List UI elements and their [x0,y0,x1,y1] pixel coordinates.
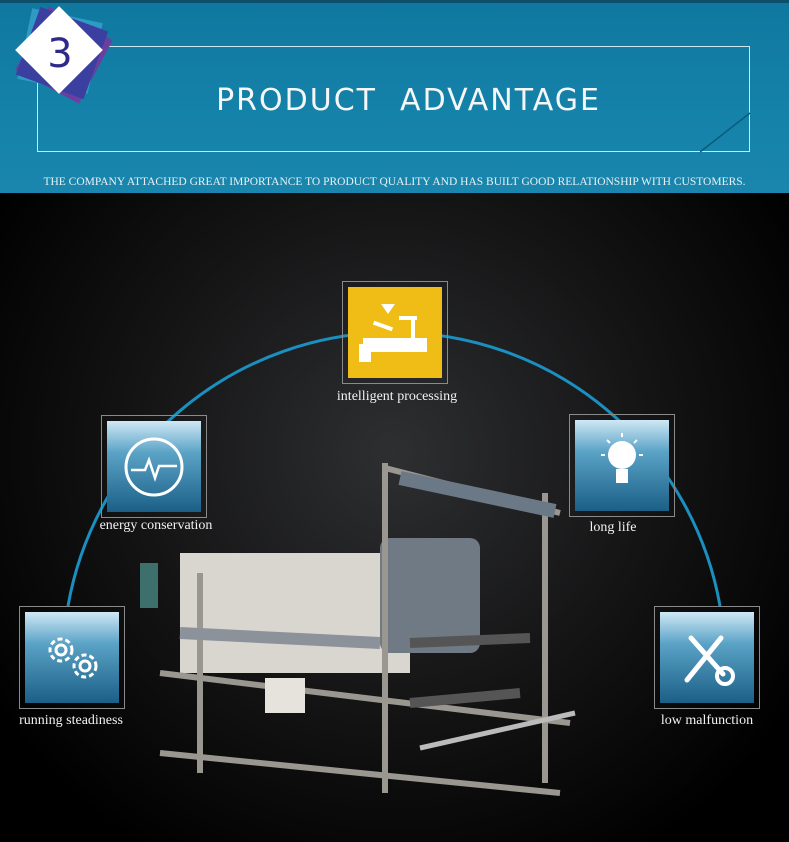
lightbulb-icon [601,432,643,483]
title-frame [37,46,750,152]
feature-low-malfunction [654,606,760,709]
header-banner: 3 PRODUCT ADVANTAGE THE COMPANY ATTACHED… [0,0,789,193]
wrench-screwdriver-icon [684,635,735,686]
feature-label: energy conservation [99,518,213,533]
feature-label: intelligent processing [336,389,458,404]
feature-running-steadiness [19,606,125,709]
feature-showcase: intelligent processing energy conservati… [0,193,789,842]
feature-label: low malfunction [660,713,754,728]
feature-label: running steadiness [19,713,123,728]
gears-icon [48,637,98,678]
pulse-gauge-icon [124,437,184,496]
factory-robot-icon [359,303,427,362]
frame-corner-line [700,112,751,153]
page-title: PRODUCT ADVANTAGE [216,83,601,118]
section-number-badge: 3 [15,6,113,104]
feature-intelligent-processing [342,281,448,384]
feature-long-life [569,414,675,517]
feature-label: long life [589,520,637,535]
page-subtitle: THE COMPANY ATTACHED GREAT IMPORTANCE TO… [43,176,746,188]
machine-image [140,463,576,796]
feature-energy-conservation [101,415,207,518]
badge-number: 3 [47,31,72,77]
